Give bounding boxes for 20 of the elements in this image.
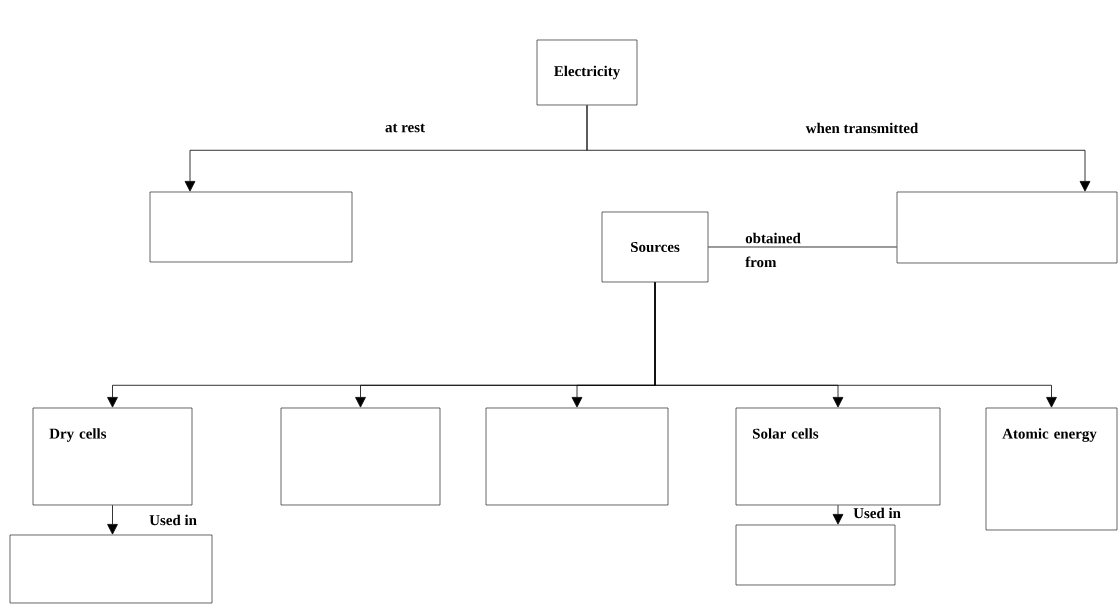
empty-box xyxy=(896,191,1118,264)
empty-box xyxy=(149,191,353,263)
edge-label: Used in xyxy=(149,514,197,526)
empty-box xyxy=(485,407,669,506)
process-box: Electricity xyxy=(536,39,638,106)
empty-box xyxy=(9,534,213,604)
arrow xyxy=(654,281,1057,408)
process-box: Atomic energy xyxy=(985,407,1118,531)
edge-label: at rest xyxy=(385,123,425,133)
process-box: Sources xyxy=(601,211,709,283)
process-box: Solar cells xyxy=(735,407,941,506)
empty-box xyxy=(735,524,896,586)
arrow xyxy=(586,104,1091,192)
empty-box xyxy=(280,407,441,506)
edge-label: Used in xyxy=(853,507,901,519)
edge-label: obtained from xyxy=(745,232,801,268)
edge-label: when transmitted xyxy=(805,122,919,134)
arrow xyxy=(832,504,844,525)
process-box: Dry cells xyxy=(32,407,193,506)
arrow xyxy=(107,504,118,535)
